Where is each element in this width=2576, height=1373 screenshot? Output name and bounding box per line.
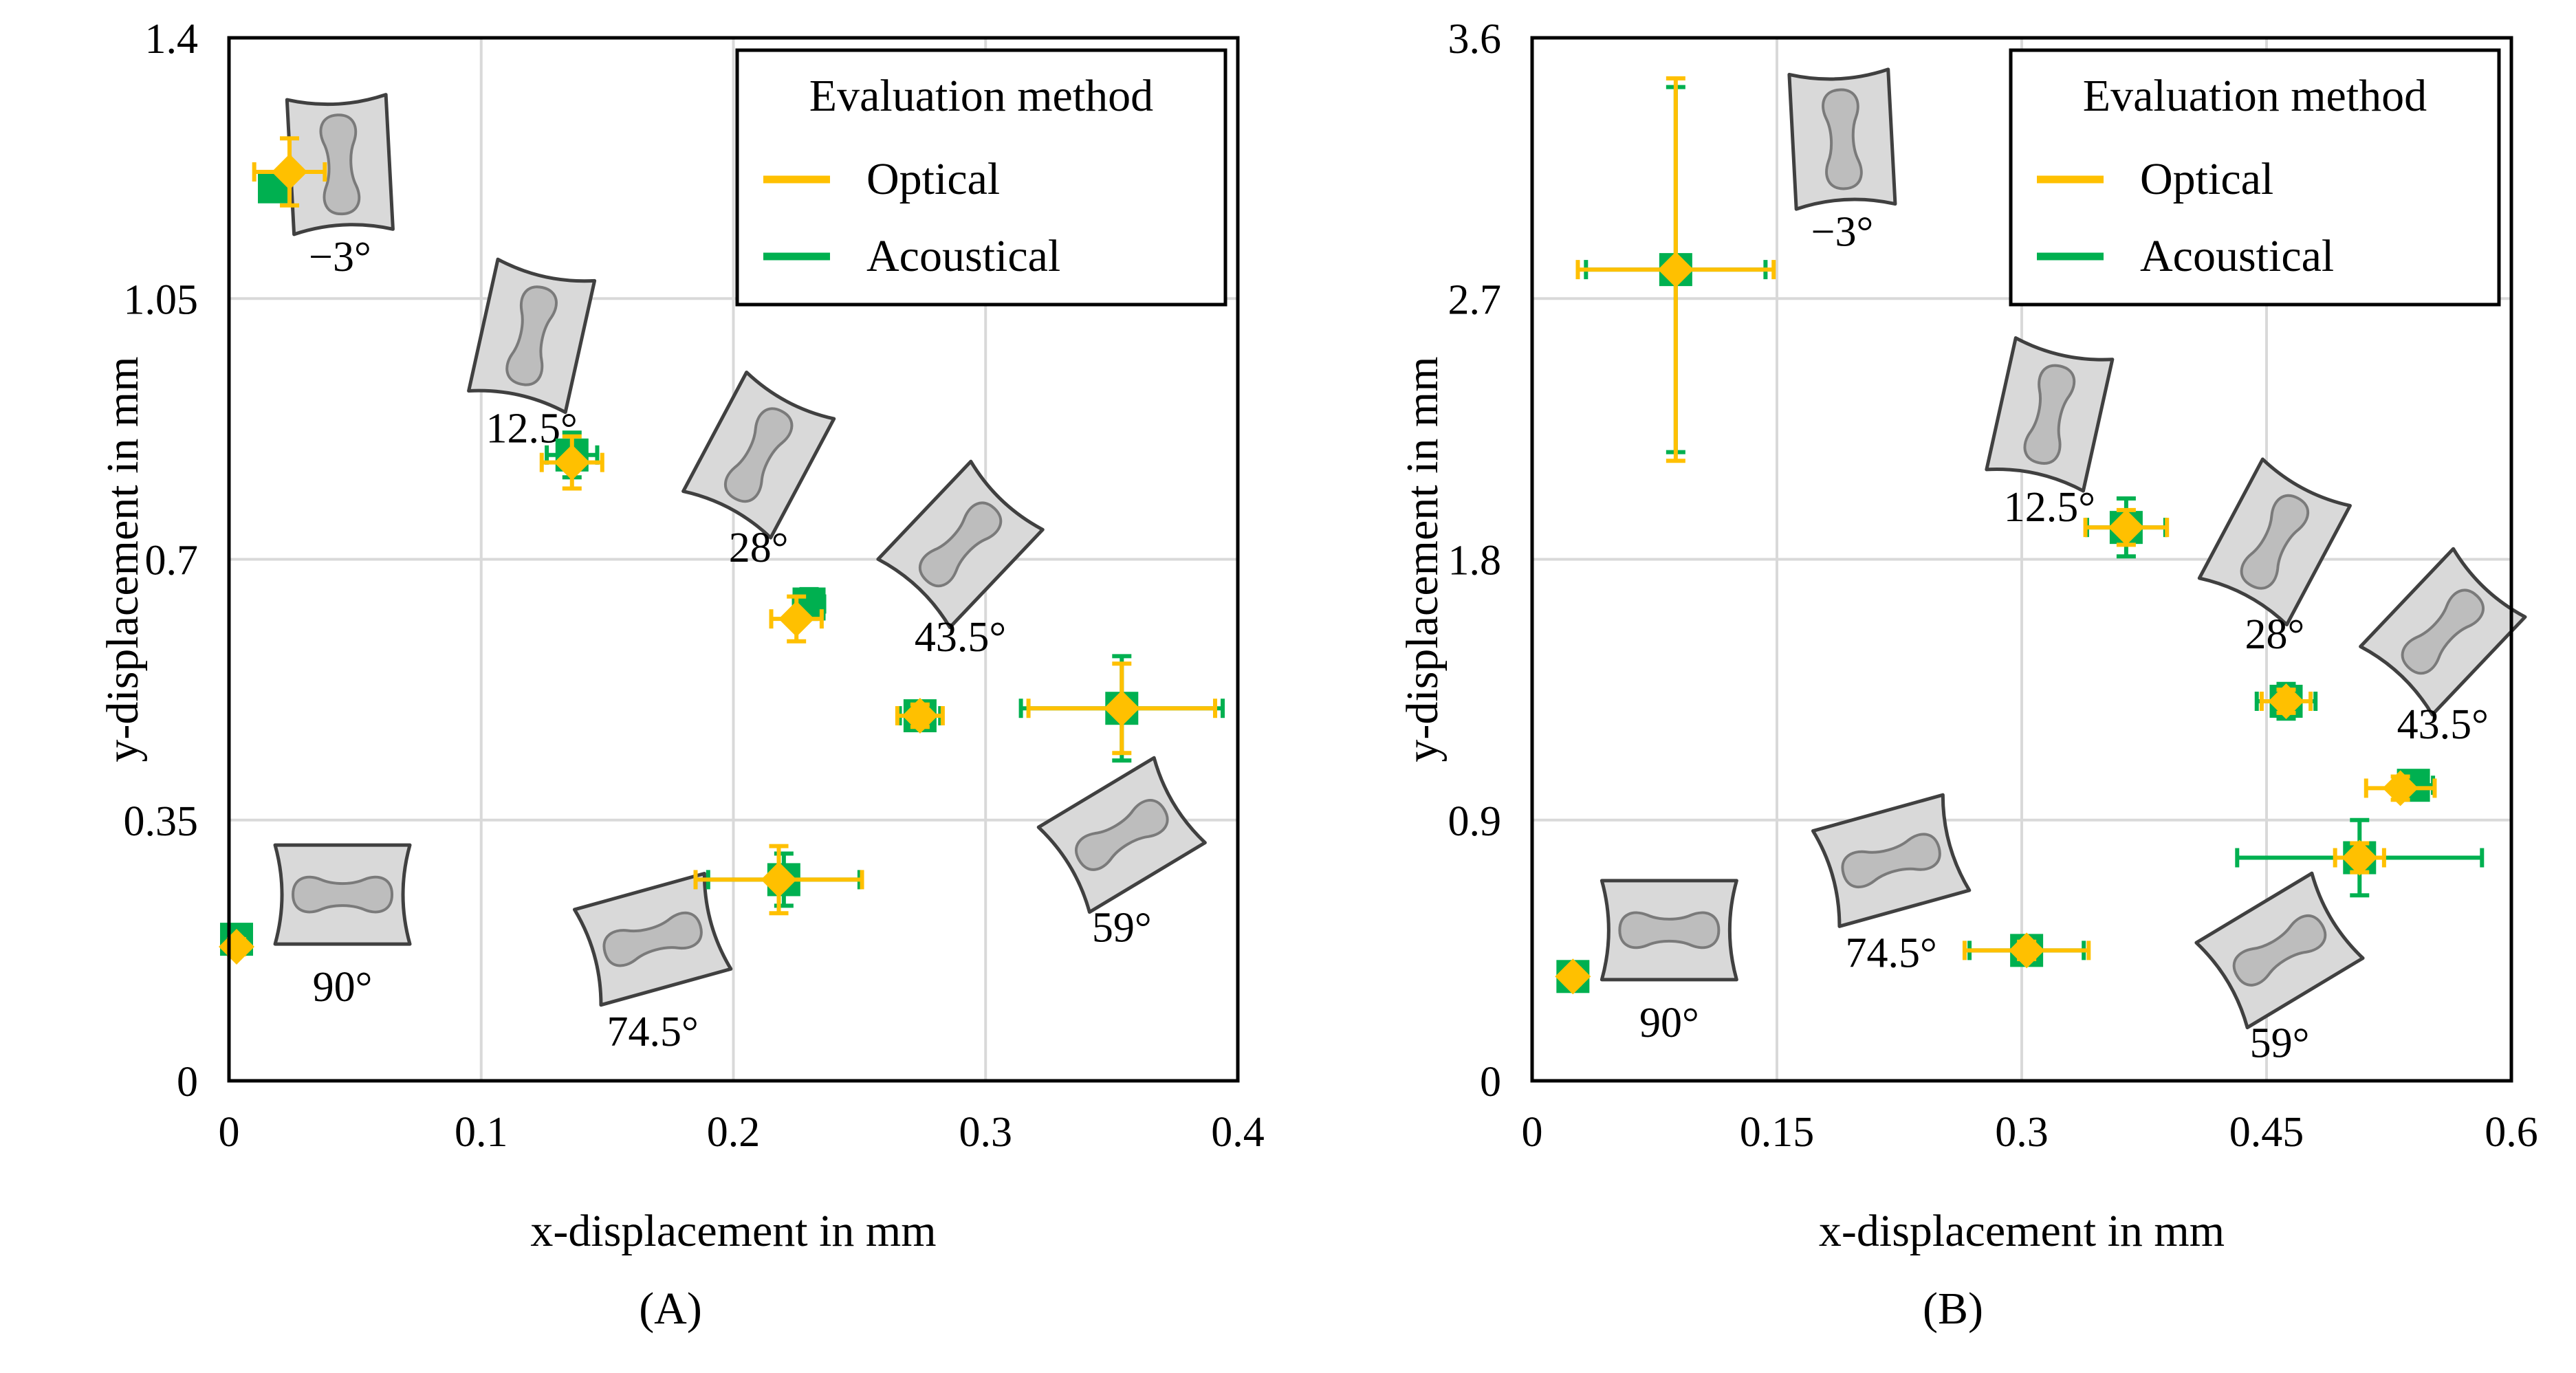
x-tick-label: 0.2 xyxy=(707,1109,761,1156)
specimen-icon xyxy=(681,370,836,540)
chart-panel-a: 0 0.1 0.2 0.3 0.4 0 0.35 0.7 1.05 1.4 x-displaceme… xyxy=(98,16,1265,1334)
angle-label: 74.5° xyxy=(607,1009,698,1055)
angle-label: 90° xyxy=(313,964,373,1011)
y-tick-label: 0.7 xyxy=(145,538,199,584)
optical-point xyxy=(554,444,590,481)
legend-label-optical: Optical xyxy=(866,154,1000,204)
specimen-icon xyxy=(1600,879,1738,982)
angle-label: 28° xyxy=(2245,611,2304,658)
x-tick-label: 0.15 xyxy=(1740,1109,1815,1156)
panel-label: (B) xyxy=(1923,1284,1983,1334)
angle-label: 59° xyxy=(2250,1020,2310,1066)
specimen-cavity xyxy=(2232,914,2327,987)
chart-panel-b: 0 0.15 0.3 0.45 0.6 0 0.9 1.8 2.7 3.6 x-displaceme… xyxy=(1397,16,2538,1334)
x-tick-label: 0.45 xyxy=(2229,1109,2304,1156)
optical-point xyxy=(778,601,815,637)
optical-point xyxy=(1657,252,1694,288)
specimen-icon xyxy=(2197,457,2352,627)
angle-label: 59° xyxy=(1092,904,1152,951)
optical-point xyxy=(1555,958,1591,995)
x-axis-title: x-displacement in mm xyxy=(1819,1206,2225,1256)
y-tick-label: 0 xyxy=(1480,1059,1501,1106)
y-tick-label: 0.9 xyxy=(1448,798,1502,845)
specimen-cavity xyxy=(2023,364,2076,465)
legend-label-acoustical: Acoustical xyxy=(2140,231,2334,281)
y-axis-title: y-displacement in mm xyxy=(98,356,148,762)
specimen-cavity xyxy=(602,911,703,967)
specimen-icon xyxy=(273,843,412,946)
x-tick-label: 0.3 xyxy=(1995,1109,2049,1156)
x-tick-label: 0 xyxy=(219,1109,240,1156)
x-axis-title: x-displacement in mm xyxy=(530,1206,936,1256)
angle-label: −3° xyxy=(1811,208,1874,255)
y-axis-title: y-displacement in mm xyxy=(1397,356,1448,762)
specimen-cavity xyxy=(2401,589,2485,675)
specimen-cavity xyxy=(292,875,394,914)
specimen-cavity xyxy=(918,501,1003,588)
x-tick-label: 0.1 xyxy=(455,1109,508,1156)
y-tick-label: 2.7 xyxy=(1448,276,1502,323)
optical-point xyxy=(2009,932,2045,969)
legend-title: Evaluation method xyxy=(2083,71,2427,121)
specimen-icon xyxy=(1811,793,1972,928)
panel-label: (A) xyxy=(639,1284,702,1334)
legend-label-acoustical: Acoustical xyxy=(866,231,1060,281)
specimen-icon xyxy=(285,93,395,237)
y-tick-label: 1.4 xyxy=(145,16,199,63)
specimen-cavity xyxy=(2240,494,2310,590)
angle-label: 43.5° xyxy=(915,614,1006,661)
optical-point xyxy=(902,698,938,734)
optical-point xyxy=(2382,770,2419,806)
specimen-icon xyxy=(2194,871,2365,1030)
optical-point xyxy=(2268,683,2304,719)
x-tick-label: 0 xyxy=(1522,1109,1543,1156)
x-tick-label: 0.3 xyxy=(959,1109,1013,1156)
y-tick-label: 0.35 xyxy=(124,798,199,845)
plot-border xyxy=(227,36,1240,1083)
specimen-icon xyxy=(1787,67,1897,211)
angle-label: 12.5° xyxy=(2004,484,2095,531)
optical-point xyxy=(272,154,308,190)
legend-title: Evaluation method xyxy=(809,71,1153,121)
optical-point xyxy=(2342,839,2378,876)
legend-label-optical: Optical xyxy=(2140,154,2273,204)
specimen-icon xyxy=(467,257,597,415)
angle-label: 28° xyxy=(729,525,789,571)
y-tick-label: 3.6 xyxy=(1448,16,1502,63)
angle-label: −3° xyxy=(309,234,371,281)
specimen-cavity xyxy=(505,285,558,386)
plot-border xyxy=(1530,36,2513,1083)
specimen-cavity xyxy=(1822,88,1863,190)
specimen-icon xyxy=(2359,547,2527,716)
specimen-cavity xyxy=(723,407,794,503)
specimen-icon xyxy=(1036,756,1207,914)
y-tick-label: 0 xyxy=(177,1059,198,1106)
specimen-cavity xyxy=(1841,833,1941,889)
y-tick-label: 1.05 xyxy=(124,276,199,323)
optical-point xyxy=(761,861,797,898)
specimen-cavity xyxy=(1075,798,1169,871)
specimen-icon xyxy=(876,459,1045,629)
optical-point xyxy=(1104,690,1140,727)
optical-point xyxy=(2108,509,2144,546)
angle-label: 90° xyxy=(1639,1000,1699,1046)
angle-label: 74.5° xyxy=(1845,930,1936,977)
specimen-cavity xyxy=(319,113,361,216)
specimen-cavity xyxy=(1618,911,1721,949)
specimen-icon xyxy=(1985,336,2115,493)
x-tick-label: 0.6 xyxy=(2485,1109,2538,1156)
specimen-icon xyxy=(572,872,733,1007)
angle-label: 43.5° xyxy=(2397,701,2489,748)
x-tick-label: 0.4 xyxy=(1211,1109,1265,1156)
y-tick-label: 1.8 xyxy=(1448,538,1502,584)
